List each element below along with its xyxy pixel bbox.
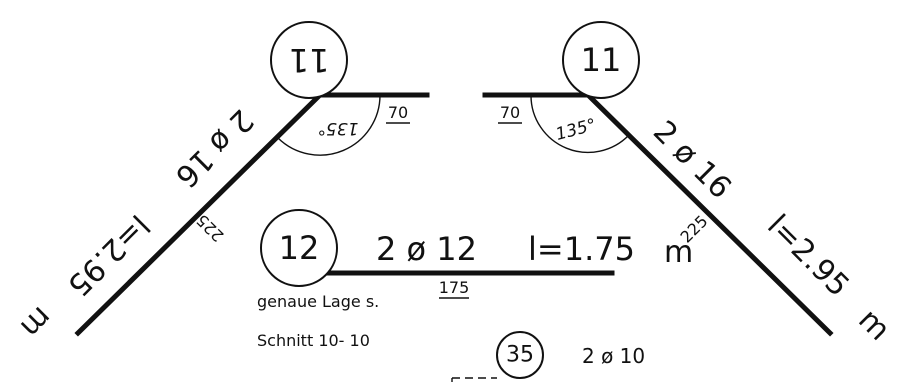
- bottom-spec-label: 2 ø 10: [582, 344, 645, 368]
- bottom-mark-label: 35: [506, 343, 534, 368]
- bottom-bar-group: 35 2 ø 10: [451, 331, 645, 382]
- right-spec-label: 2 ø 16: [646, 114, 738, 206]
- left-hook-label: 70: [388, 103, 408, 122]
- right-length-label: l=2.95: [760, 208, 856, 304]
- note-line-1: genaue Lage s.: [257, 292, 379, 311]
- middle-unit-label: m: [664, 235, 693, 270]
- middle-spec-label: 2 ø 12: [376, 230, 477, 268]
- left-mark-label: 11: [289, 41, 330, 79]
- middle-mark-circle: [260, 209, 338, 287]
- left-angle-label: 135°: [318, 118, 359, 138]
- middle-length-label: l=1.75: [528, 230, 635, 268]
- left-angle-arc: [277, 94, 381, 156]
- middle-bar-group: 12 2 ø 12 l=1.75 m 175: [260, 209, 693, 299]
- bottom-mark-circle: [496, 331, 544, 379]
- right-bar-group: 11 135° 70 2 ø 16 l=2.95 m 225: [482, 21, 897, 348]
- left-mark-circle: [270, 21, 348, 99]
- left-spec-label: 2 ø 16: [168, 102, 260, 194]
- notes-group: genaue Lage s. Schnitt 10- 10: [257, 292, 379, 350]
- right-angle-label: 135°: [554, 115, 599, 145]
- right-unit-label: m: [851, 302, 896, 347]
- left-unit-label: m: [13, 299, 58, 344]
- right-angle-arc: [530, 94, 630, 154]
- right-hook-label: 70: [500, 103, 520, 122]
- middle-mark-label: 12: [279, 229, 320, 267]
- right-mark-label: 11: [581, 41, 622, 79]
- right-mark-circle: [562, 21, 640, 99]
- left-length-label: l=2.95: [60, 207, 156, 303]
- middle-dim-label: 175: [439, 278, 470, 297]
- note-line-2: Schnitt 10- 10: [257, 331, 370, 350]
